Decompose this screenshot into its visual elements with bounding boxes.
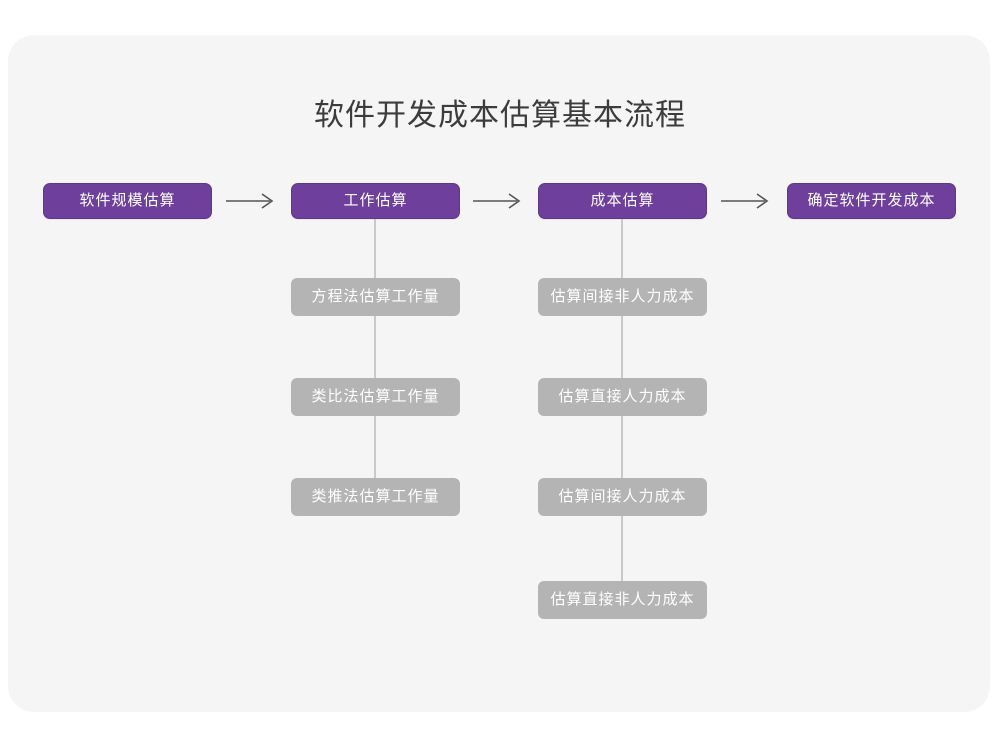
connector-line-work-1 — [374, 219, 376, 279]
stage-box-cost-estimation[interactable]: 成本估算 — [538, 183, 707, 219]
stage-box-determine-development-cost[interactable]: 确定软件开发成本 — [787, 183, 956, 219]
sub-box-work-analogy-method[interactable]: 类比法估算工作量 — [291, 378, 460, 416]
sub-box-indirect-labor-cost[interactable]: 估算间接人力成本 — [538, 478, 707, 516]
connector-line-work-3 — [374, 416, 376, 479]
connector-line-cost-3 — [621, 416, 623, 479]
sub-box-work-inference-method[interactable]: 类推法估算工作量 — [291, 478, 460, 516]
long-right-arrow-icon — [719, 189, 775, 213]
page-title: 软件开发成本估算基本流程 — [314, 99, 686, 132]
sub-box-direct-nonlabor-cost[interactable]: 估算直接非人力成本 — [538, 581, 707, 619]
stage-box-software-scale-estimation[interactable]: 软件规模估算 — [43, 183, 212, 219]
connector-line-cost-1 — [621, 219, 623, 279]
stage-box-work-estimation[interactable]: 工作估算 — [291, 183, 460, 219]
long-right-arrow-icon — [224, 189, 280, 213]
connector-line-cost-2 — [621, 316, 623, 379]
sub-box-work-equation-method[interactable]: 方程法估算工作量 — [291, 278, 460, 316]
long-right-arrow-icon — [471, 189, 527, 213]
connector-line-cost-4 — [621, 516, 623, 582]
content-card — [8, 35, 990, 712]
sub-box-indirect-nonlabor-cost[interactable]: 估算间接非人力成本 — [538, 278, 707, 316]
sub-box-direct-labor-cost[interactable]: 估算直接人力成本 — [538, 378, 707, 416]
connector-line-work-2 — [374, 316, 376, 379]
